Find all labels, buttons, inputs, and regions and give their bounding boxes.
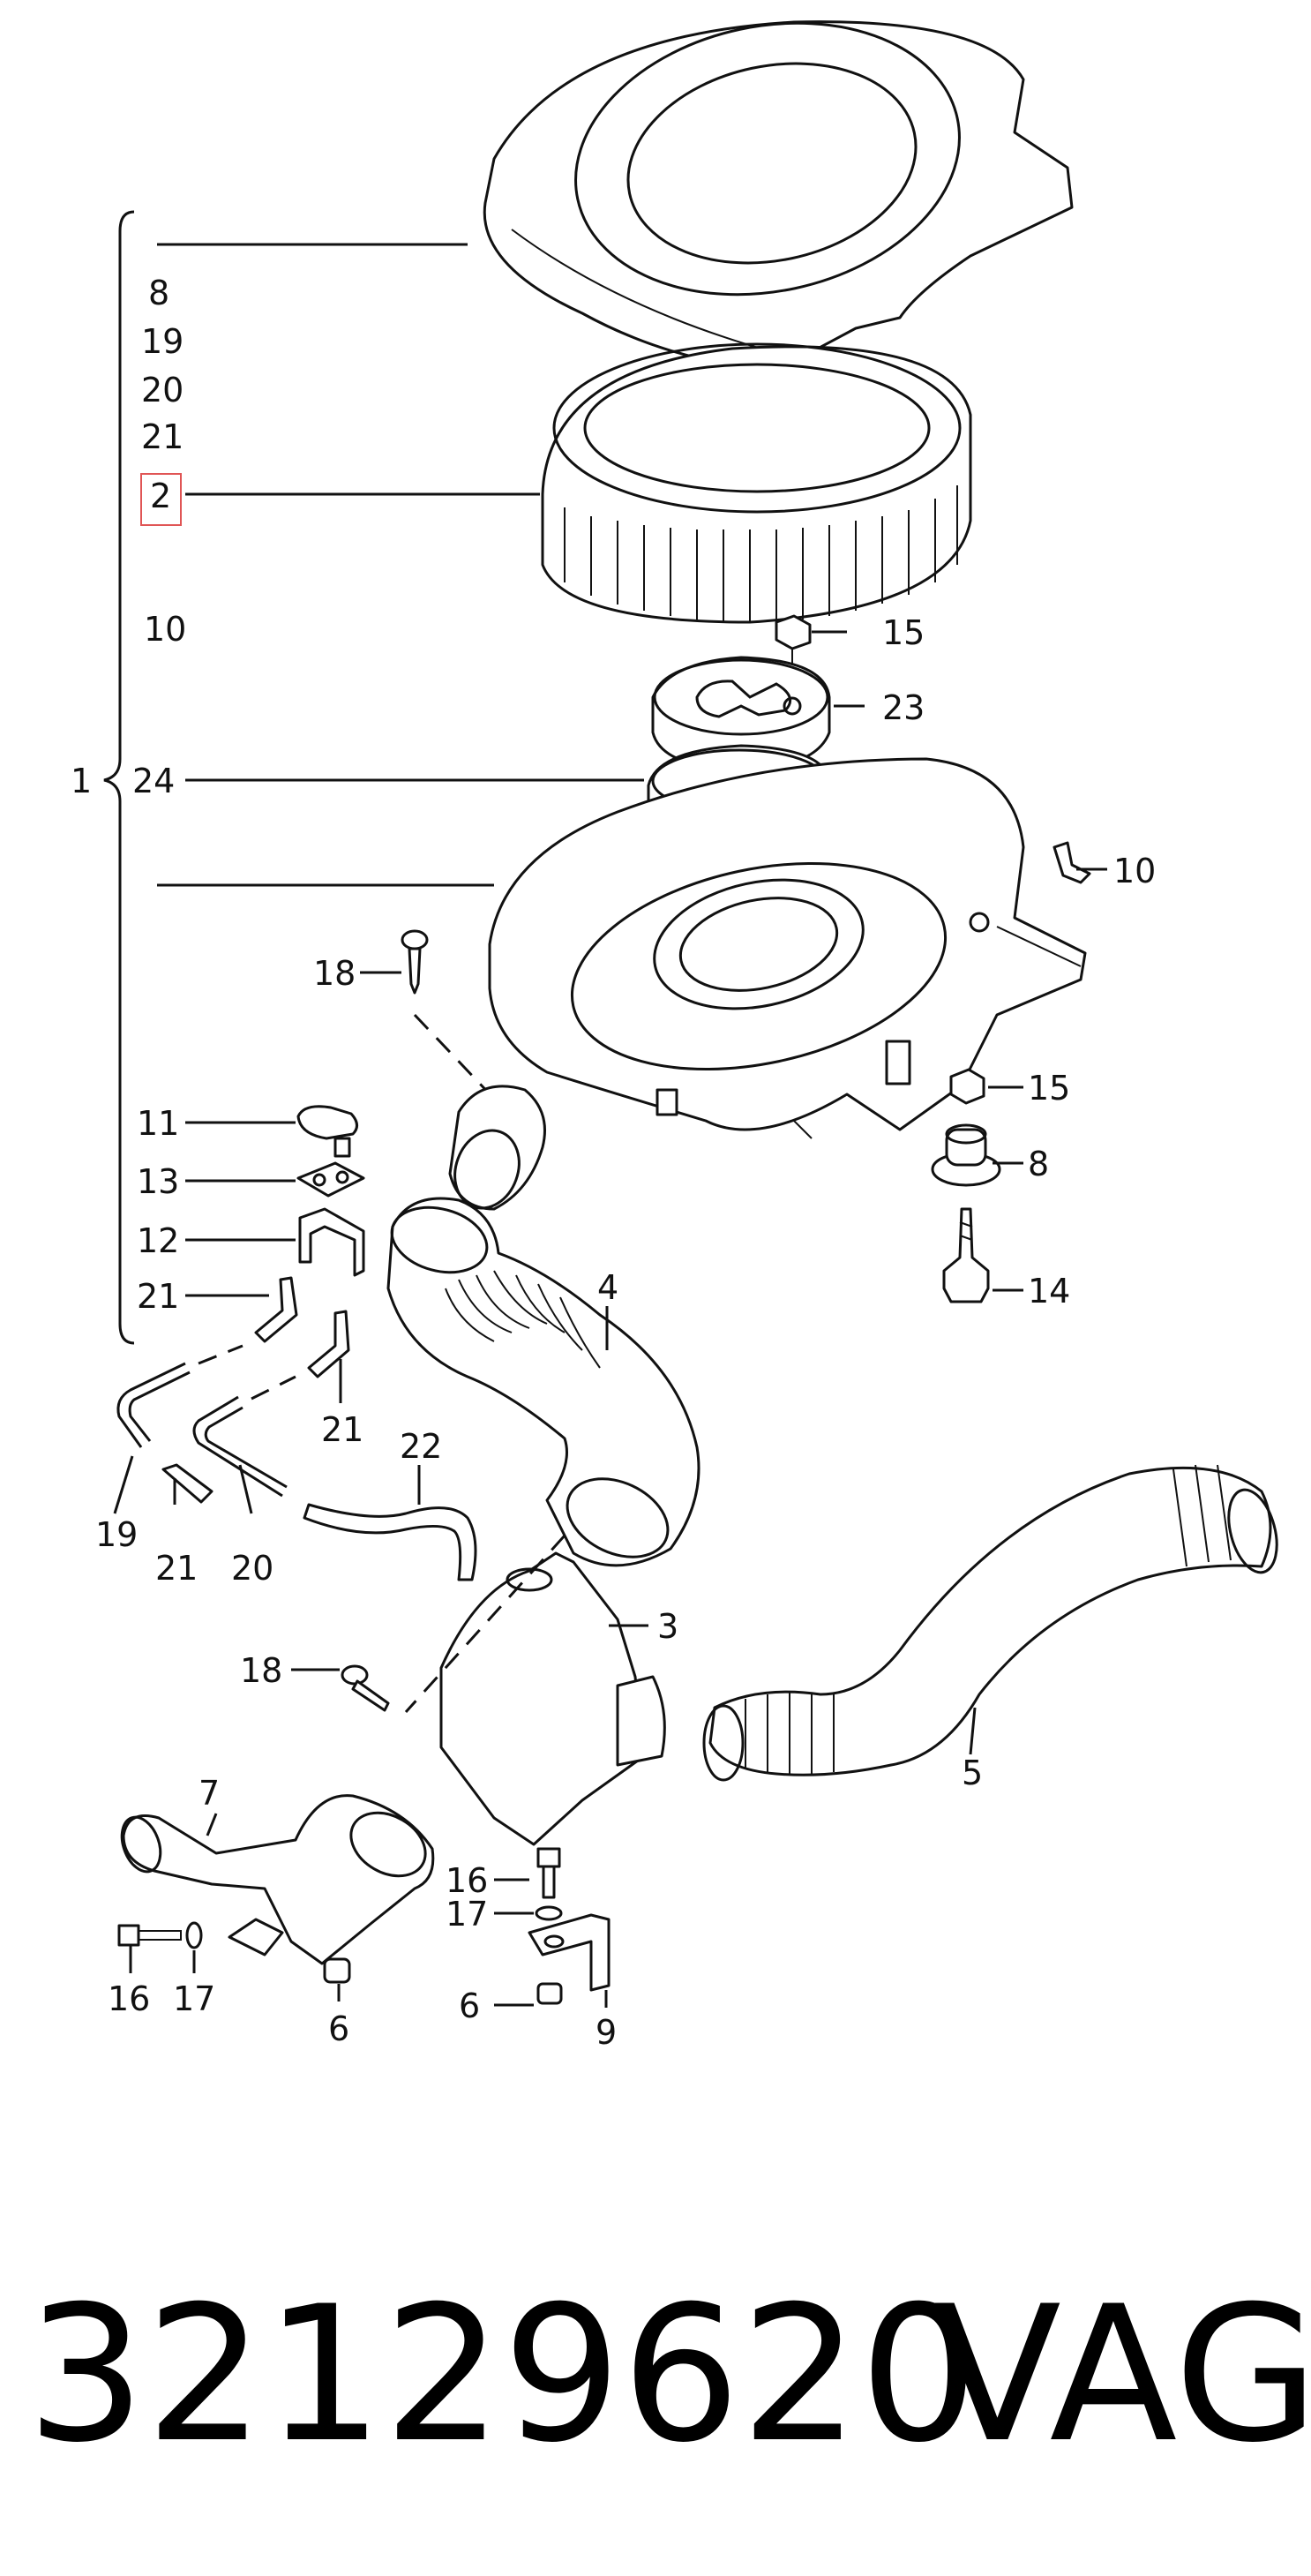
bolt-16-middle (536, 1847, 561, 1899)
callout-6: 6 (459, 1986, 480, 2025)
callout-21: 21 (321, 1410, 363, 1449)
callout-16: 16 (108, 1979, 150, 2018)
filter-housing (488, 757, 1087, 1139)
part-number: 32129620 (26, 2265, 979, 2483)
callout-13: 13 (137, 1162, 179, 1201)
assembly-bracket (103, 210, 135, 1345)
callout-5: 5 (962, 1754, 983, 1792)
plate-13 (296, 1161, 365, 1198)
callout-17: 17 (173, 1979, 215, 2018)
intake-elbow (448, 1085, 546, 1211)
callout-15: 15 (1028, 1069, 1070, 1108)
nut-15-lower (949, 1068, 985, 1105)
pipe-19 (116, 1344, 243, 1448)
brand-name: VAG (933, 2265, 1311, 2483)
nut-6-middle (536, 1982, 563, 2005)
callout-12: 12 (137, 1221, 179, 1260)
bracket-9 (528, 1913, 611, 1992)
callout-10: 10 (144, 610, 186, 649)
grommet-8-lower (931, 1123, 1001, 1187)
callout-21: 21 (155, 1549, 198, 1588)
leader-lines (113, 243, 1107, 2008)
callout-21: 21 (137, 1277, 179, 1316)
hose-22 (303, 1503, 477, 1581)
callout-16: 16 (446, 1861, 488, 1900)
bracket-12 (298, 1207, 365, 1277)
callout-19: 19 (95, 1515, 138, 1554)
callout-6: 6 (328, 2009, 349, 2048)
nut-6-left (323, 1957, 351, 1984)
callout-9: 9 (596, 2013, 617, 2052)
callout-14: 14 (1028, 1272, 1070, 1311)
callout-labels: 8 19 20 21 2 10 1 24 15 23 10 18 15 8 14… (71, 274, 1156, 2052)
callout-20: 20 (231, 1549, 273, 1588)
filter-element (541, 342, 972, 624)
callout-1: 1 (71, 762, 92, 800)
callout-2: 2 (150, 477, 171, 515)
stud-14 (942, 1207, 990, 1303)
callout-24: 24 (132, 762, 175, 800)
callout-18: 18 (313, 954, 356, 993)
highlight-box (140, 473, 182, 526)
hose-21-b (307, 1310, 350, 1378)
callout-23: 23 (882, 688, 925, 727)
cap-11 (296, 1105, 358, 1158)
intake-duct-3 (404, 1534, 666, 1846)
hose-21-a (254, 1276, 298, 1343)
filter-lid (483, 20, 1074, 372)
callout-3: 3 (657, 1607, 678, 1646)
hose-5 (702, 1464, 1278, 1782)
screw-18-top (401, 929, 496, 1100)
callout-10: 10 (1113, 852, 1156, 890)
callout-17: 17 (446, 1895, 488, 1934)
screw-18-lower (341, 1664, 390, 1712)
inlet-duct-7 (120, 1794, 435, 1965)
callout-7: 7 (199, 1774, 220, 1813)
callout-8: 8 (148, 274, 169, 312)
callout-18: 18 (240, 1651, 282, 1690)
callout-19: 19 (141, 322, 184, 361)
callout-8: 8 (1028, 1145, 1049, 1183)
hose-21-c (161, 1463, 214, 1504)
callout-22: 22 (400, 1427, 442, 1466)
washer-17-middle (535, 1905, 563, 1921)
callout-11: 11 (137, 1104, 179, 1143)
pipe-20 (192, 1375, 296, 1498)
callout-4: 4 (597, 1268, 618, 1307)
clip-10 (1053, 841, 1091, 884)
callout-21: 21 (141, 417, 184, 456)
callout-20: 20 (141, 371, 184, 409)
bracket-ring-23 (651, 656, 831, 771)
bolt-16-left (117, 1924, 182, 1947)
washer-17-left (185, 1921, 203, 1949)
hose-4 (386, 1197, 700, 1567)
callout-15: 15 (882, 613, 925, 652)
